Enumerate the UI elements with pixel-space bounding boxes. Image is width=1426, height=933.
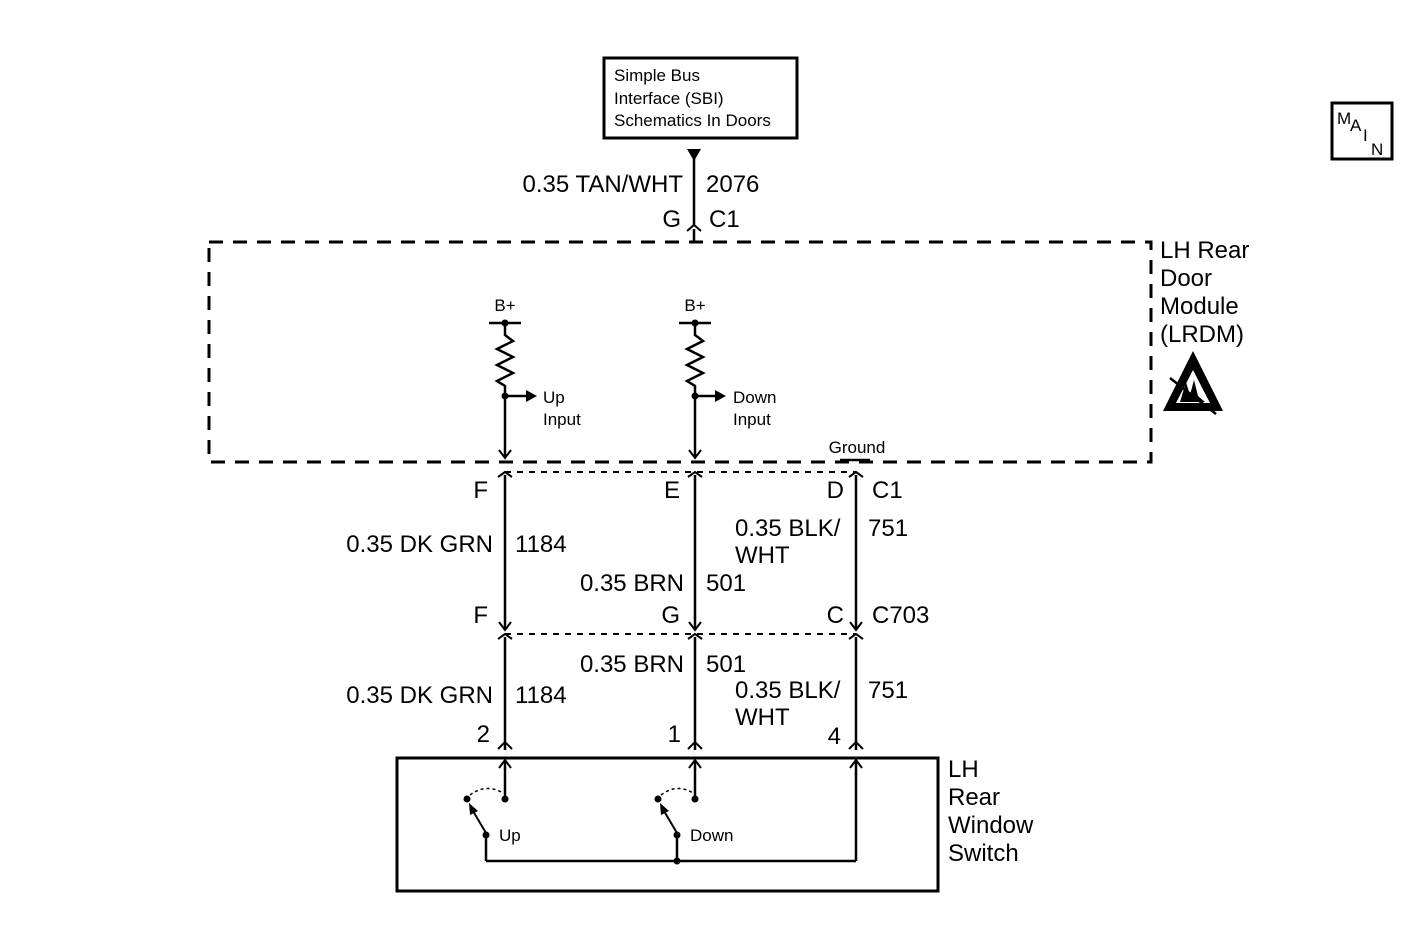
up-input-label-1: Up <box>543 388 565 407</box>
switch-common-bus <box>486 857 856 865</box>
down-switch-arrow-icon <box>660 803 669 815</box>
svg-text:(LRDM): (LRDM) <box>1160 321 1244 348</box>
svg-text:Module: Module <box>1160 293 1239 320</box>
wire-501-upper[interactable] <box>688 475 702 632</box>
sbi-line-2: Interface (SBI) <box>614 89 724 108</box>
wire-1184-upper-circuit: 1184 <box>515 531 567 558</box>
wire-751-upper[interactable] <box>849 475 863 632</box>
wire-501-lower[interactable] <box>687 637 703 750</box>
switch-pin-2: 2 <box>477 721 490 748</box>
wire-2076[interactable] <box>686 149 702 242</box>
wire-751-lower-circuit: 751 <box>868 677 908 704</box>
lrdm-module-boundary <box>207 240 1153 464</box>
wire-1184-lower-gauge-color: 0.35 DK GRN <box>346 682 493 709</box>
svg-text:Switch: Switch <box>948 840 1019 867</box>
up-bplus-label: B+ <box>494 296 515 315</box>
wire-2076-gauge-color: 0.35 TAN/WHT <box>523 171 684 198</box>
svg-text:LH: LH <box>948 756 979 783</box>
up-input-pullup <box>489 319 537 460</box>
up-switch-arrow-icon <box>469 803 478 815</box>
wire-1184-upper[interactable] <box>498 475 512 632</box>
wire-501-upper-circuit: 501 <box>706 570 746 597</box>
sbi-line-1: Simple Bus <box>614 66 700 85</box>
sbi-reference-box[interactable]: Simple Bus Interface (SBI) Schematics In… <box>602 56 799 140</box>
svg-text:LH Rear: LH Rear <box>1160 237 1249 264</box>
wire-1184-lower[interactable] <box>497 637 513 750</box>
wire-501-lower-circuit: 501 <box>706 651 746 678</box>
wire-2076-circuit: 2076 <box>706 171 759 198</box>
main-menu-icon[interactable]: M A I N <box>1330 101 1394 161</box>
switch-pin-4: 4 <box>828 723 841 750</box>
main-letter-n: N <box>1371 140 1383 159</box>
up-input-arrow-icon <box>526 390 537 402</box>
down-input-pullup <box>679 319 726 460</box>
down-input-label-2: Input <box>733 410 771 429</box>
c1-top-connector-label: C1 <box>709 206 740 233</box>
wire-751-upper-gauge-color-1: 0.35 BLK/ <box>735 515 841 542</box>
window-switch-body <box>395 756 940 893</box>
wire-751-upper-circuit: 751 <box>868 515 908 542</box>
wire-501-upper-gauge-color: 0.35 BRN <box>580 570 684 597</box>
c1-pin-g: G <box>662 206 681 233</box>
main-letter-a: A <box>1350 116 1362 135</box>
up-input-label-2: Input <box>543 410 581 429</box>
down-input-arrow-icon <box>715 390 726 402</box>
up-switch-label: Up <box>499 826 521 845</box>
down-switch-label: Down <box>690 826 733 845</box>
wire-751-lower-gauge-color-2: WHT <box>735 704 790 731</box>
c703-connector-label: C703 <box>872 602 929 629</box>
esd-sensitive-icon <box>1163 351 1223 415</box>
wire-751-lower[interactable] <box>848 637 864 750</box>
down-switch-contact[interactable] <box>654 787 699 861</box>
c703-pin-f: F <box>473 602 488 629</box>
c1-pin-f: F <box>473 477 488 504</box>
wire-751-upper-gauge-color-2: WHT <box>735 542 790 569</box>
switch-terminals <box>498 758 863 861</box>
wire-751-lower-gauge-color-1: 0.35 BLK/ <box>735 677 841 704</box>
c1-pin-d: D <box>827 477 844 504</box>
c1-pin-e: E <box>664 477 680 504</box>
wire-1184-upper-gauge-color: 0.35 DK GRN <box>346 531 493 558</box>
svg-text:Rear: Rear <box>948 784 1000 811</box>
down-bplus-label: B+ <box>684 296 705 315</box>
main-letter-m: M <box>1337 109 1351 128</box>
c703-pin-g: G <box>661 602 680 629</box>
svg-text:Window: Window <box>948 812 1034 839</box>
c1-connector-label: C1 <box>872 477 903 504</box>
c703-pin-c: C <box>827 602 844 629</box>
switch-pin-1: 1 <box>668 721 681 748</box>
lrdm-module-label: LH Rear Door Module (LRDM) <box>1160 237 1249 348</box>
svg-text:Door: Door <box>1160 265 1212 292</box>
sbi-line-3: Schematics In Doors <box>614 111 771 130</box>
ground-label: Ground <box>829 438 886 457</box>
down-input-label-1: Down <box>733 388 776 407</box>
pass-through-arrow-icon <box>687 149 701 161</box>
up-switch-contact[interactable] <box>463 787 509 861</box>
wire-1184-lower-circuit: 1184 <box>515 682 567 709</box>
wire-501-lower-gauge-color: 0.35 BRN <box>580 651 684 678</box>
c1-connector[interactable] <box>497 470 864 478</box>
c703-connector[interactable] <box>497 632 864 640</box>
window-switch-label: LH Rear Window Switch <box>948 756 1034 867</box>
main-letter-i: I <box>1363 126 1368 145</box>
